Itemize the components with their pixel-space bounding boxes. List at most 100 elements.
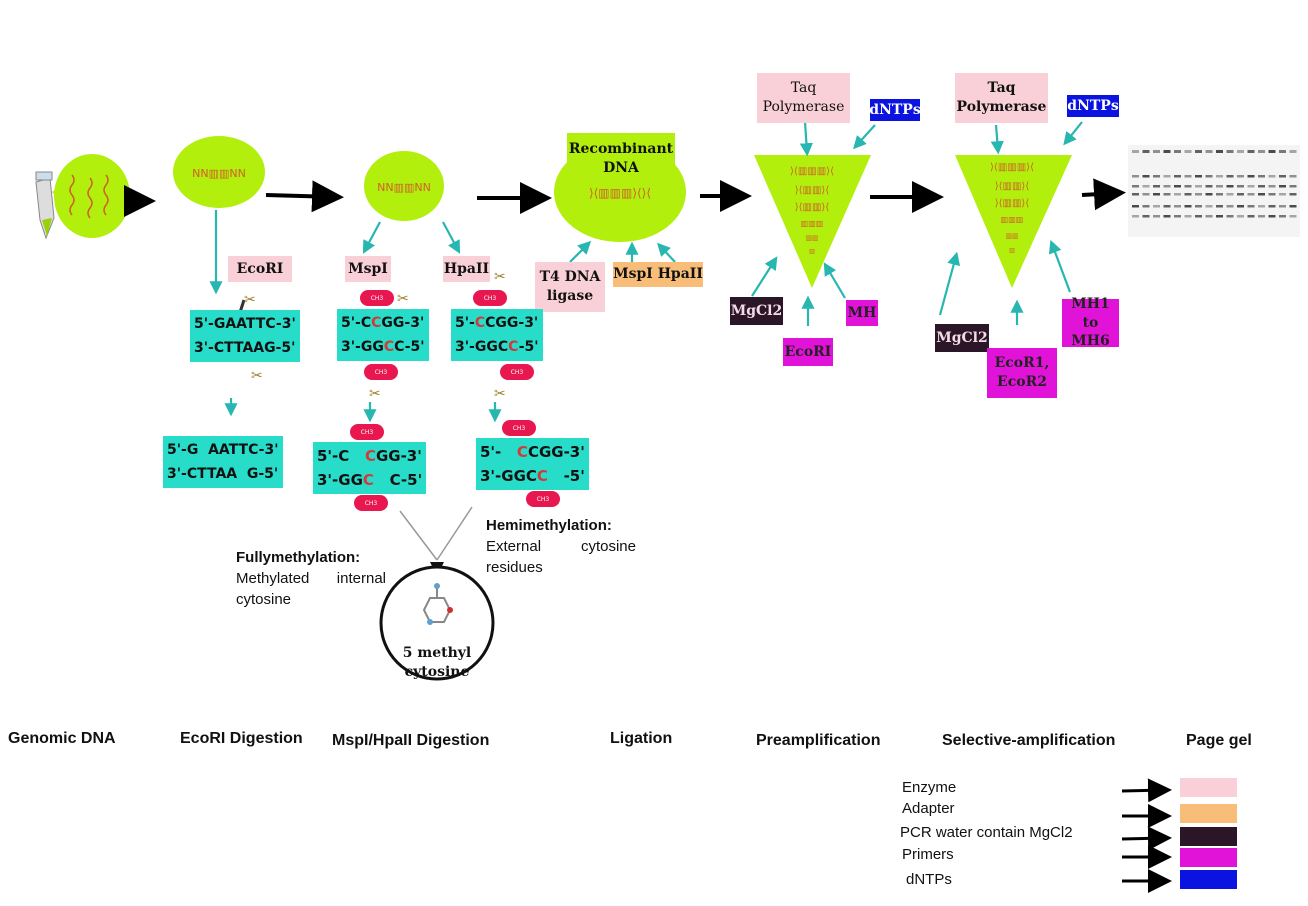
gel-band	[1142, 205, 1150, 208]
svg-text:▥▥▥: ▥▥▥	[1001, 215, 1024, 224]
gel-band	[1237, 215, 1244, 218]
svg-text:⟩⟨▥▥▥⟩⟨⟩⟨: ⟩⟨▥▥▥⟩⟨⟩⟨	[589, 186, 651, 200]
svg-text:NN▥▥NN: NN▥▥NN	[192, 167, 246, 180]
mspi-enzyme-label: MspI	[345, 256, 391, 282]
gel-band	[1132, 175, 1139, 178]
preamp-primer-label: EcoRI	[783, 338, 833, 366]
reagent-arrows	[209, 121, 1083, 423]
gel-band	[1226, 175, 1234, 178]
hpaii-enzyme-label: HpaII	[443, 256, 490, 282]
gel-band	[1226, 185, 1234, 188]
gel-band	[1184, 150, 1192, 153]
gel-band	[1226, 150, 1234, 153]
gel-band	[1142, 175, 1150, 178]
gel-band	[1279, 193, 1286, 196]
gel-band	[1132, 193, 1139, 196]
gel-band	[1216, 185, 1223, 188]
preamp-mh-label: MH	[846, 300, 878, 326]
gel-band	[1205, 205, 1213, 208]
step-ligation: Ligation	[610, 730, 673, 747]
gel-band	[1237, 150, 1244, 153]
gel-band	[1216, 175, 1223, 178]
scissors-icons: ✂✂✂✂✂✂	[244, 269, 506, 402]
gel-band	[1216, 150, 1223, 153]
gel-band	[1247, 193, 1255, 196]
legend-swatch-pcr-water	[1180, 827, 1237, 846]
gel-band	[1132, 150, 1139, 153]
gel-band	[1268, 215, 1276, 218]
gel-band	[1289, 185, 1297, 188]
gel-band	[1289, 205, 1297, 208]
preamp-triangle	[754, 155, 871, 288]
tube-icon	[35, 171, 55, 240]
svg-text:✂: ✂	[369, 386, 381, 402]
svg-text:NN▥▥NN: NN▥▥NN	[377, 181, 431, 194]
gel-band	[1268, 185, 1276, 188]
hpaii-site-sequence: 5'-CCGG-3'3'-GGCC-5'	[451, 309, 543, 361]
mspi-digestion-bubble	[364, 151, 444, 221]
gel-band	[1237, 175, 1244, 178]
svg-text:⟩⟨▥▥⟩⟨: ⟩⟨▥▥⟩⟨	[995, 198, 1030, 209]
gel-band	[1258, 150, 1265, 153]
gel-band	[1142, 193, 1150, 196]
gel-band	[1174, 193, 1181, 196]
svg-text:▥: ▥	[1009, 247, 1015, 254]
ch3-tag: CH3	[473, 290, 507, 306]
gel-band	[1153, 175, 1160, 178]
ch3-tag: CH3	[360, 290, 394, 306]
recombinant-dna-label: Recombinant DNA	[567, 133, 675, 185]
svg-text:✂: ✂	[244, 292, 256, 308]
hpaii-cut-sequence: 5'- CCGG-3'3'-GGCC -5'	[476, 438, 589, 490]
gel-band	[1184, 175, 1192, 178]
svg-text:⟩⟨▥▥⟩⟨: ⟩⟨▥▥⟩⟨	[795, 185, 830, 196]
svg-text:⟩⟨▥▥▥⟩⟨: ⟩⟨▥▥▥⟩⟨	[990, 162, 1034, 173]
svg-text:✂: ✂	[251, 368, 263, 384]
ch3-tag: CH3	[526, 491, 560, 507]
legend-swatch-primers	[1180, 848, 1237, 867]
legend-dntps-label: dNTPs	[906, 871, 952, 888]
svg-text:✂: ✂	[397, 291, 409, 307]
genomic-dna-bubble	[54, 154, 130, 238]
gel-band	[1216, 215, 1223, 218]
svg-text:✂: ✂	[494, 269, 506, 285]
gel-band	[1237, 185, 1244, 188]
dna-icon	[69, 174, 109, 219]
methylcytosine-label: 5 methyl cytosine	[402, 645, 472, 680]
gel-band	[1216, 193, 1223, 196]
gel-band	[1226, 215, 1234, 218]
gel-band	[1289, 175, 1297, 178]
gel-band	[1247, 205, 1255, 208]
gel-band	[1279, 185, 1286, 188]
step-ecori-digestion: EcoRI Digestion	[180, 730, 303, 747]
t4-ligase-label: T4 DNA ligase	[535, 262, 605, 312]
gel-band	[1163, 215, 1171, 218]
gel-band	[1258, 215, 1265, 218]
gel-band	[1237, 205, 1244, 208]
gel-band	[1163, 150, 1171, 153]
gel-band	[1279, 205, 1286, 208]
legend-swatch-enzyme	[1180, 778, 1237, 797]
gel-band	[1279, 175, 1286, 178]
gel-band	[1153, 205, 1160, 208]
gel-band	[1174, 150, 1181, 153]
gel-band	[1226, 193, 1234, 196]
gel-band	[1174, 175, 1181, 178]
step-selective-amplification: Selective-amplification	[942, 732, 1116, 749]
svg-text:▥▥: ▥▥	[805, 234, 818, 242]
gel-band	[1205, 215, 1213, 218]
selamp-mgcl2-label: MgCl2	[935, 324, 989, 352]
selamp-dntps-label: dNTPs	[1067, 95, 1119, 117]
ecori-site-sequence: 5'-GAATTC-3'3'-CTTAAG-5'	[190, 310, 300, 362]
legend-enzyme-label: Enzyme	[902, 779, 957, 796]
preamp-taq-label: Taq Polymerase	[757, 73, 850, 123]
gel-band	[1226, 205, 1234, 208]
gel-band	[1268, 193, 1276, 196]
ecori-cut-sequence: 5'-G AATTC-3'3'-CTTAA G-5'	[163, 436, 283, 488]
gel-band	[1153, 185, 1160, 188]
ch3-tag: CH3	[500, 364, 534, 380]
step-mspi-hpaii-digestion: MspI/HpaII Digestion	[332, 732, 490, 749]
gel-band	[1195, 175, 1202, 178]
preamp-dntps-label: dNTPs	[869, 99, 921, 121]
gel-band	[1142, 185, 1150, 188]
gel-band	[1184, 205, 1192, 208]
